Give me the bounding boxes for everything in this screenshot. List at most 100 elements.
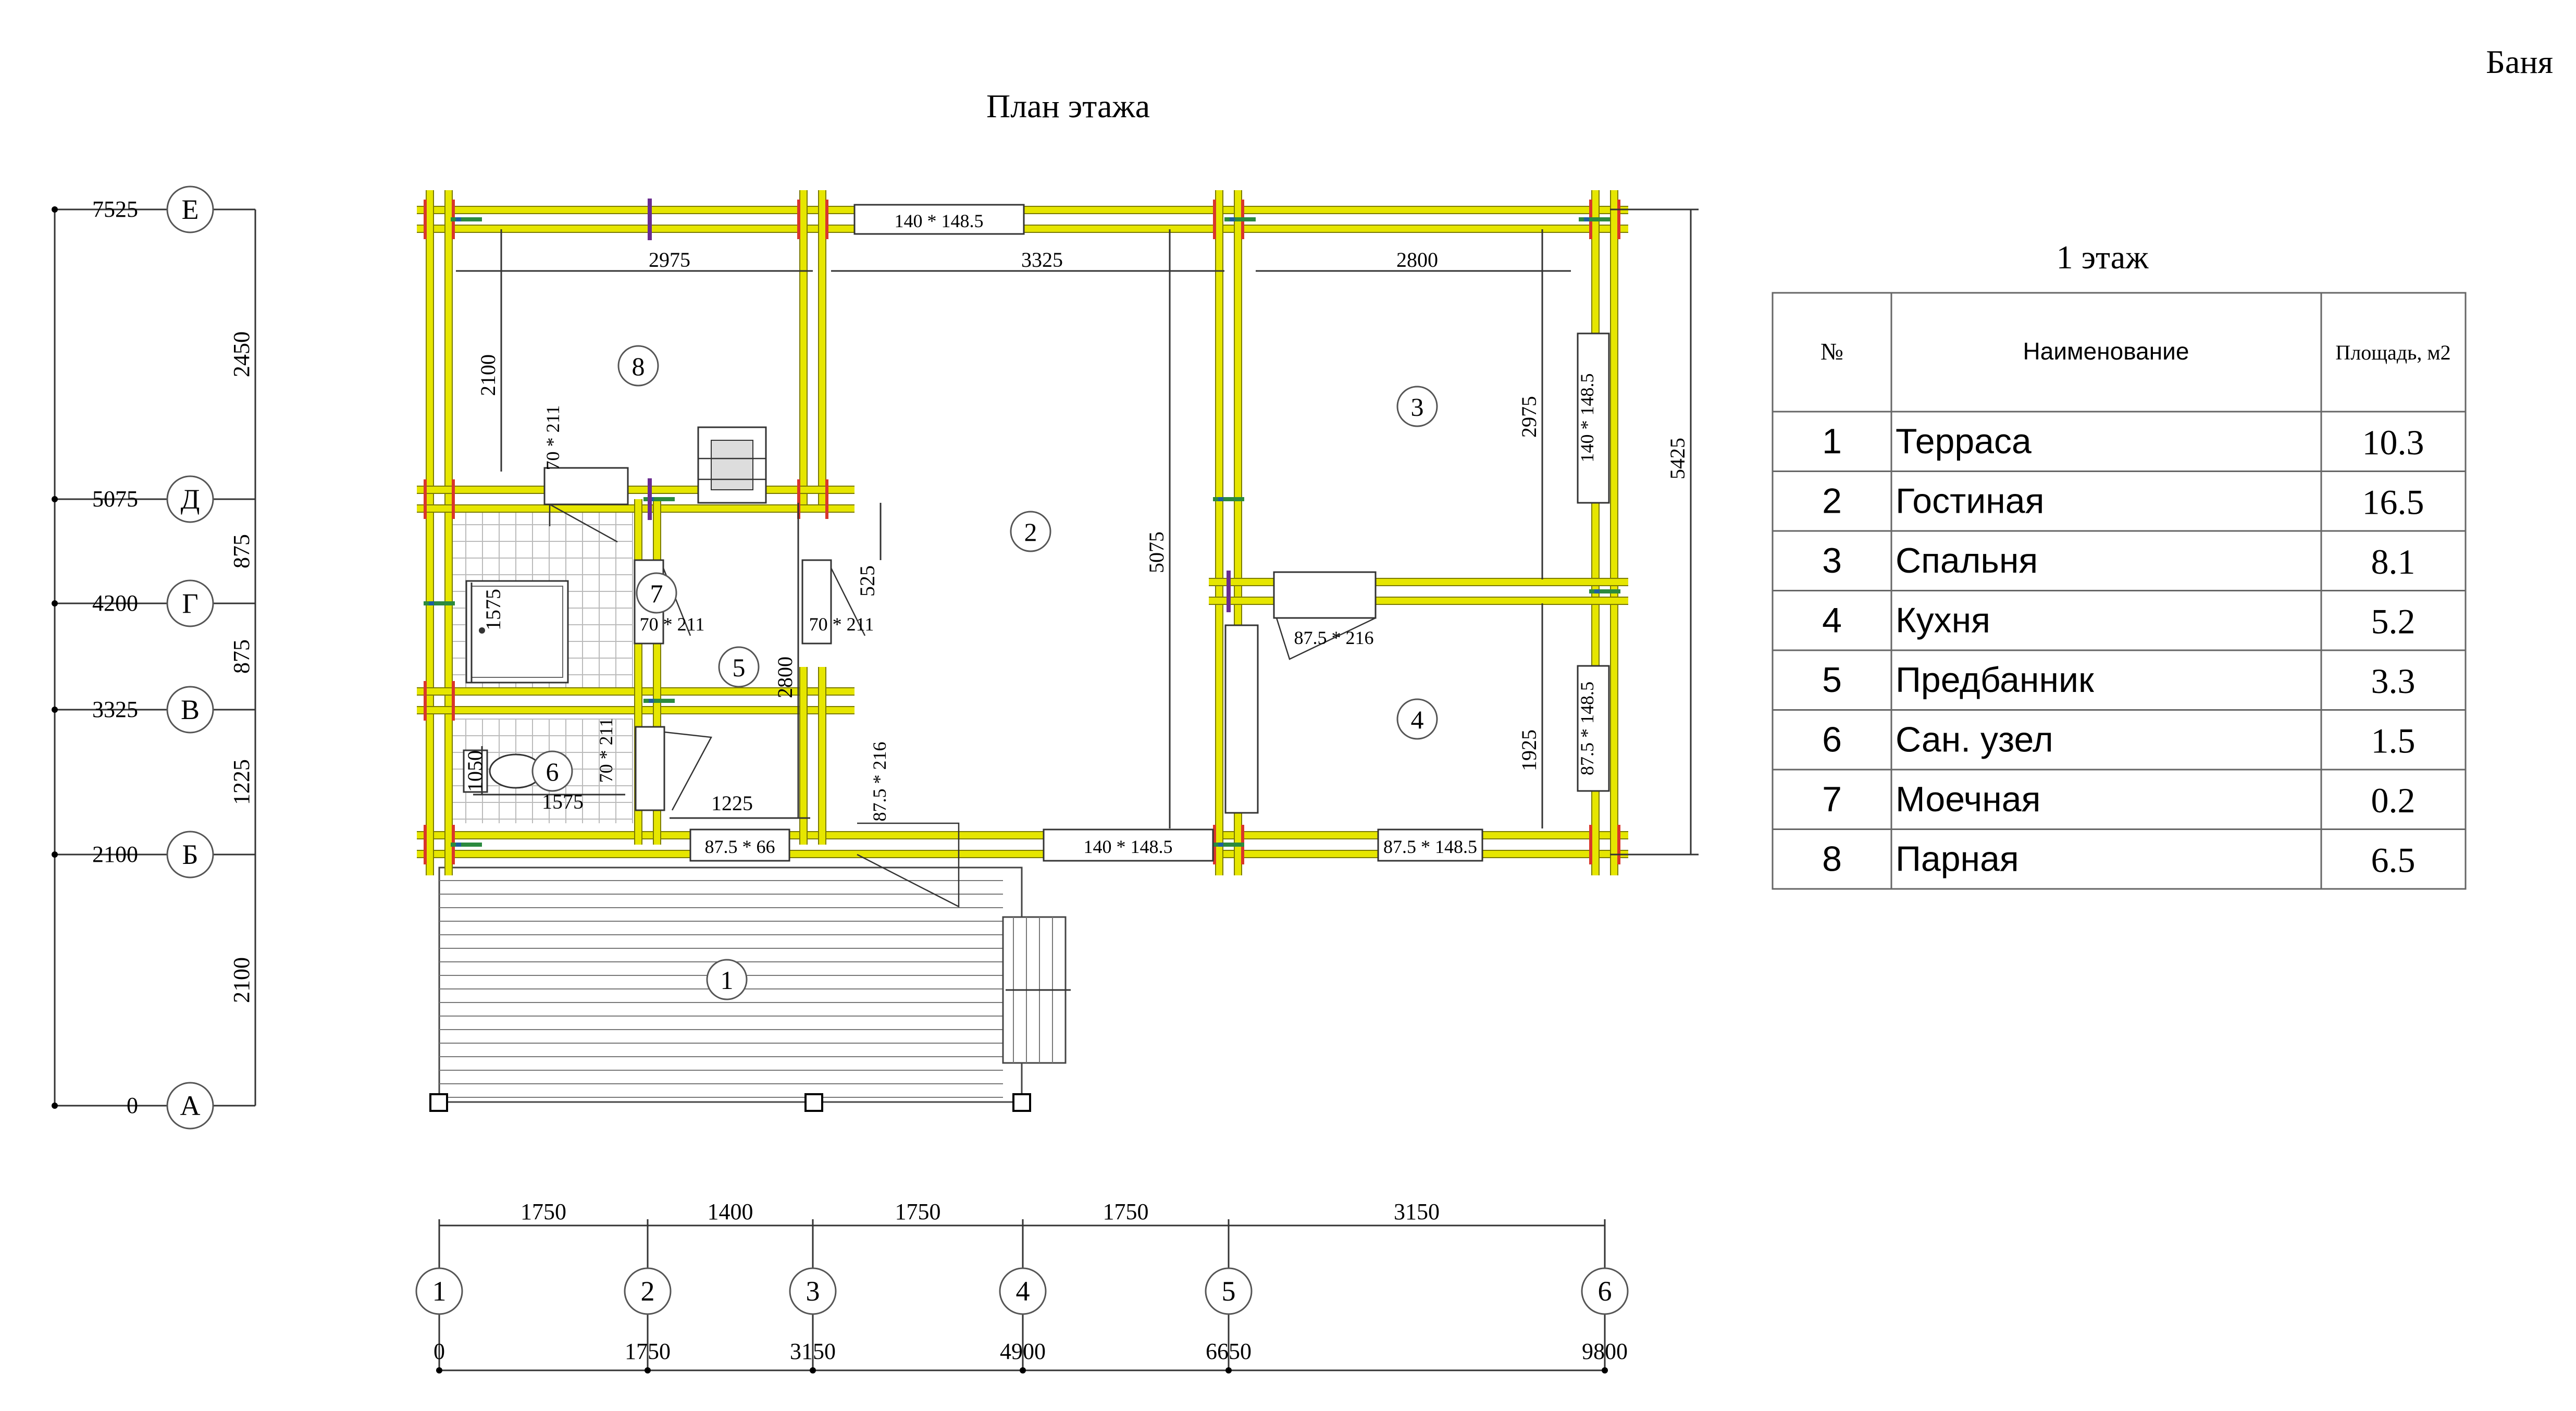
post (804, 1093, 823, 1112)
window-bottom-mid-label: 140 * 148.5 (1084, 836, 1173, 857)
axis-letter: В (181, 694, 200, 725)
room-name: Предбанник (1896, 660, 2095, 700)
openings: 140 * 148.5 140 * 148.5 87.5 * 148.5 140… (542, 204, 1610, 908)
axis-number: 5 (1222, 1276, 1236, 1307)
axis-span: 1400 (708, 1199, 753, 1224)
vertical-axis-scale: Е7525Д5075Г4200В3325Б2100А02450875875122… (52, 185, 256, 1130)
axis-span: 1750 (1103, 1199, 1149, 1224)
room-no: 8 (1822, 839, 1842, 879)
log-joint (452, 479, 455, 519)
room-area: 5.2 (2371, 602, 2416, 641)
axis-tick (52, 496, 58, 502)
plan-title: План этажа (986, 88, 1150, 125)
axis-tick (52, 600, 58, 607)
window-bottom-left-label: 87.5 * 66 (705, 836, 775, 857)
window-bottom-right (1377, 828, 1483, 862)
room-name: Гостиная (1896, 481, 2044, 521)
log-dowel (649, 699, 654, 703)
log-dowel (1218, 497, 1223, 501)
room-area: 1.5 (2371, 721, 2416, 761)
axis-coordinate: 6650 (1206, 1339, 1252, 1364)
axis-number: 4 (1016, 1276, 1030, 1307)
axis-tick (645, 1367, 651, 1373)
svg-text:8: 8 (632, 352, 645, 381)
axis-span: 2450 (229, 331, 254, 377)
log-dowel (643, 497, 675, 501)
dim-door-small: 525 (856, 565, 879, 597)
axis-tick (52, 206, 58, 213)
room-no: 7 (1822, 779, 1842, 819)
post (1012, 1093, 1031, 1112)
axis-letter: Д (181, 484, 200, 515)
room-name: Сан. узел (1896, 720, 2053, 760)
door-kitchen-label: 87.5 * 216 (1294, 627, 1374, 648)
log-joint (424, 200, 427, 239)
log-dowel (424, 601, 455, 605)
room-no: 1 (1822, 422, 1842, 461)
dim-steam-height: 2100 (476, 354, 500, 396)
log-dowel (1579, 217, 1610, 221)
axis-tick (1602, 1367, 1608, 1373)
axis-bubble (166, 1082, 214, 1130)
axis-coordinate: 0 (127, 1093, 138, 1118)
axis-number: 1 (432, 1276, 447, 1307)
window-top-label: 140 * 148.5 (895, 211, 984, 231)
room-table-row: 8 Парная 6.5 (1773, 828, 2466, 880)
door-steam-label: 70 * 211 (542, 405, 563, 471)
axis-coordinate: 1750 (625, 1339, 671, 1364)
svg-text:6: 6 (546, 757, 559, 786)
partition-door-leaf (1224, 624, 1259, 814)
room-marker-6: 6 (531, 750, 573, 792)
room-name: Моечная (1896, 779, 2040, 819)
log-dowel (1213, 497, 1244, 501)
dim-wc-width: 1575 (542, 790, 584, 813)
room-marker-4: 4 (1396, 698, 1438, 740)
room-area: 6.5 (2371, 840, 2416, 880)
axis-marker-5: А0 (52, 1082, 255, 1130)
door-wc (635, 726, 665, 811)
axis-coordinate: 0 (434, 1339, 445, 1364)
dim-lobby-height: 2800 (773, 657, 797, 698)
log-dowel (456, 843, 461, 847)
log-joint (424, 479, 427, 519)
dim-top-mid: 3325 (1021, 248, 1063, 271)
room-area: 3.3 (2371, 661, 2416, 701)
axis-span: 1750 (895, 1199, 941, 1224)
room-marker-5: 5 (718, 646, 760, 688)
axis-tick (436, 1367, 442, 1373)
dim-top-right: 2800 (1396, 248, 1438, 271)
room-name: Спальня (1896, 541, 2038, 580)
window-right-bottom (1577, 665, 1610, 792)
axis-coordinate: 7525 (92, 196, 138, 222)
axis-bubble (166, 579, 214, 627)
room-area: 10.3 (2362, 423, 2424, 462)
log-joint (424, 825, 427, 864)
post (429, 1093, 448, 1112)
svg-text:2: 2 (1024, 517, 1037, 547)
log-dowel (451, 217, 482, 221)
room-no: 4 (1822, 601, 1842, 640)
room-marker-2: 2 (1010, 511, 1051, 552)
log-joint (452, 681, 455, 721)
log-dowel (1230, 217, 1235, 221)
axis-bubble (624, 1267, 672, 1315)
room-table-header-name: Наименование (2023, 338, 2189, 365)
axis-tick (52, 851, 58, 858)
axis-span: 3150 (1394, 1199, 1440, 1224)
dim-living-height: 5075 (1145, 531, 1168, 573)
terrace-deck (429, 867, 1071, 1112)
axis-marker-1: 10 (415, 1219, 463, 1373)
room-name: Парная (1896, 839, 2019, 879)
axis-coordinate: 5075 (92, 486, 138, 512)
log-dowel (429, 601, 434, 605)
svg-text:4: 4 (1411, 705, 1424, 734)
